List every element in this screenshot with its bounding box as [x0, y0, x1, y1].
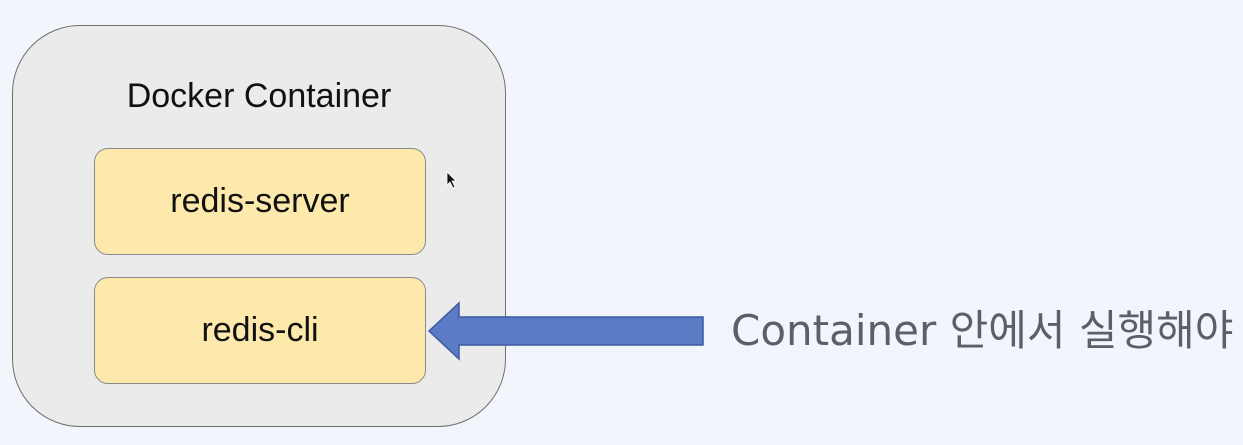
- redis-server-box: redis-server: [94, 148, 426, 255]
- redis-cli-box: redis-cli: [94, 277, 426, 384]
- redis-server-label: redis-server: [170, 182, 350, 220]
- docker-container-label: Docker Container: [126, 77, 392, 115]
- mouse-pointer-icon: [446, 171, 457, 189]
- left-arrow-shape: [427, 301, 704, 361]
- redis-cli-label: redis-cli: [201, 311, 319, 349]
- annotation-text: Container 안에서 실행해야: [731, 306, 1234, 355]
